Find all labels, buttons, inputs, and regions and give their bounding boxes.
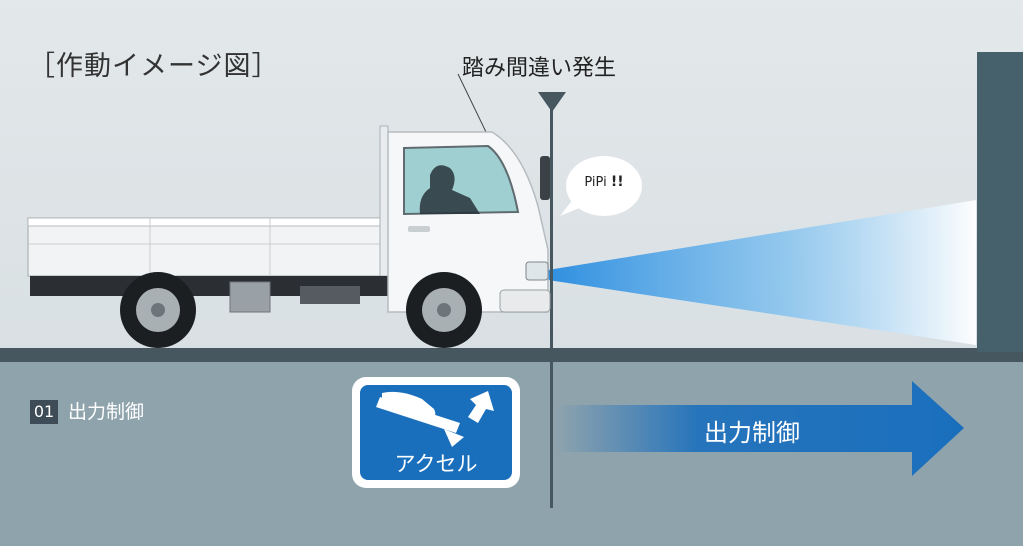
output-control-label: 出力制御: [704, 419, 800, 447]
alert-bubble: [566, 156, 642, 216]
accelerator-pedal-icon: [376, 391, 494, 447]
sensor-beam: [548, 200, 976, 345]
event-marker-triangle: [538, 92, 566, 112]
truck-illustration: [27, 125, 551, 348]
diagram-title: ［作動イメージ図］: [28, 51, 280, 82]
step-label: 出力制御: [68, 401, 145, 423]
accelerator-label: アクセル: [394, 452, 478, 476]
alert-text: PiPi !!: [566, 174, 642, 190]
step-number-badge: 01: [30, 400, 58, 424]
event-label: 踏み間違い発生: [462, 56, 617, 81]
label-leader-line: [457, 73, 487, 133]
output-control-arrow: [556, 381, 964, 476]
road-line: [0, 348, 1023, 362]
alert-sound: PiPi: [584, 175, 607, 190]
wall-obstacle: [977, 52, 1023, 352]
event-marker-line: [550, 92, 553, 508]
alert-marks: !!: [610, 174, 624, 190]
